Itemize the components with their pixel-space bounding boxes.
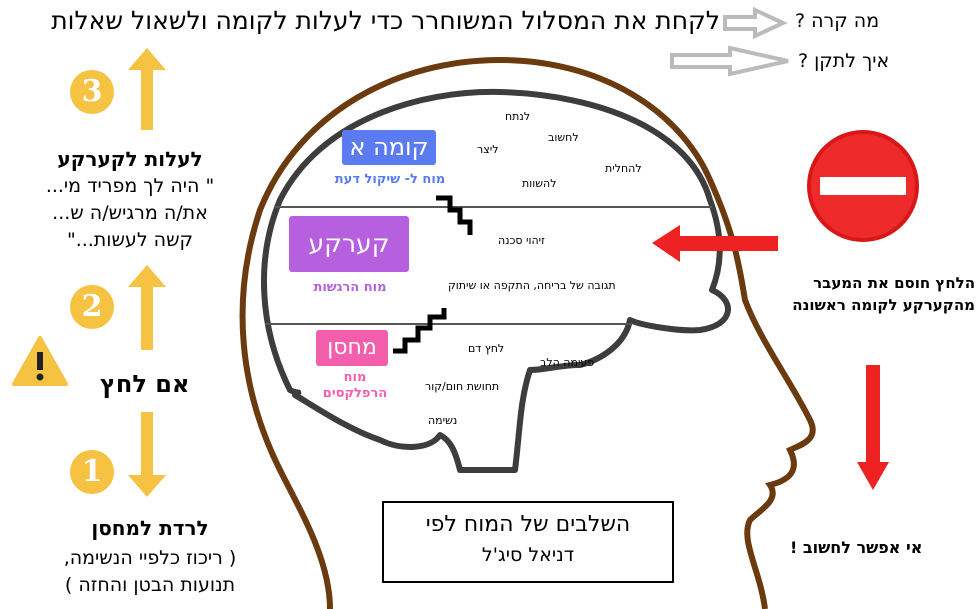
arrow-up-3 — [128, 48, 166, 130]
step-2-badge: 2 — [70, 285, 114, 329]
floor-top-box: קומה א — [342, 130, 436, 165]
floor-middle-box: קערקע — [289, 216, 409, 272]
caption-line-1: השלבים של המוח לפי — [425, 512, 631, 537]
floor-middle-caption: מוח הרגשות — [313, 280, 387, 295]
arrow-up-2 — [128, 265, 166, 350]
caption-text: השלבים של המוח לפי דניאל סיג'ל — [383, 510, 673, 570]
word-compare: להשוות — [522, 177, 557, 190]
word-decide: להחלית — [605, 162, 642, 175]
step-3-badge: 3 — [70, 70, 114, 114]
page-title: לקחת את המסלול המשוחרר כדי לעלות לקומה ו… — [51, 6, 720, 35]
question-what-happened: מה קרה ? — [795, 10, 880, 32]
floor-top-caption: מוח ל- שיקול דעת — [334, 172, 446, 187]
block-text-line: מהקערקע לקומה ראשונה — [792, 296, 975, 314]
floor-bottom-box: מחסן — [316, 330, 388, 366]
warning-icon — [12, 336, 68, 386]
go-up-line: " היה לך מפריד מי... — [45, 175, 215, 197]
floor-bottom-caption-1: מוח — [343, 370, 367, 385]
word-think: לחשוב — [548, 131, 579, 144]
go-down-line: ( ריכוז כלפיי הנשימה, — [63, 547, 237, 569]
stairs-bottom — [393, 308, 447, 354]
word-create: ליצר — [477, 143, 499, 156]
go-down-line: תנועות הבטן והחזה ) — [64, 574, 236, 596]
question-how-fix: איך לתקן ? — [798, 50, 890, 72]
stairs-top — [436, 195, 473, 235]
caption-box — [382, 501, 674, 583]
brain-outline — [261, 88, 731, 473]
word-breathing: נשימה — [428, 414, 458, 427]
cannot-think-label: אי אפשר לחשוב ! — [790, 538, 923, 557]
head-outline — [239, 56, 816, 609]
word-heartbeat: פעימה הלב — [540, 356, 595, 369]
no-entry-icon — [807, 130, 919, 242]
red-arrow-down — [857, 365, 889, 490]
word-blood-pressure: לחץ דם — [468, 342, 505, 355]
word-danger-detection: זיהוי סכנה — [498, 234, 545, 247]
go-up-title: לעלות לקערקע — [57, 147, 203, 171]
go-up-block: לעלות לקערקע " היה לך מפריד מי... את/ה מ… — [0, 146, 260, 254]
block-text-line: הלחץ חוסם את המעבר — [813, 274, 975, 292]
gray-arrow-1 — [723, 6, 788, 40]
go-up-line: קשה לעשות..." — [66, 229, 194, 251]
gray-arrow-2 — [670, 45, 789, 77]
block-explanation: הלחץ חוסם את המעבר מהקערקע לקומה ראשונה — [750, 272, 975, 316]
go-down-title: לרדת למחסן — [91, 516, 209, 540]
word-temperature: תחושת חום/קור — [425, 380, 500, 393]
go-down-block: לרדת למחסן ( ריכוז כלפיי הנשימה, תנועות … — [20, 515, 280, 599]
floor-bottom-caption-2: הרפלקסים — [322, 386, 388, 401]
arrow-down-1 — [128, 412, 166, 497]
go-up-line: את/ה מרגיש/ה ש... — [52, 202, 208, 224]
stress-label: אם לחץ — [100, 370, 190, 398]
word-analyze: לנתח — [505, 110, 531, 123]
step-1-badge: 1 — [70, 450, 114, 494]
red-arrow-left — [652, 225, 778, 262]
word-fight-flight: תגובה של בריחה, התקפה או שיתוק — [448, 279, 616, 292]
caption-line-2: דניאל סיג'ל — [481, 544, 575, 566]
